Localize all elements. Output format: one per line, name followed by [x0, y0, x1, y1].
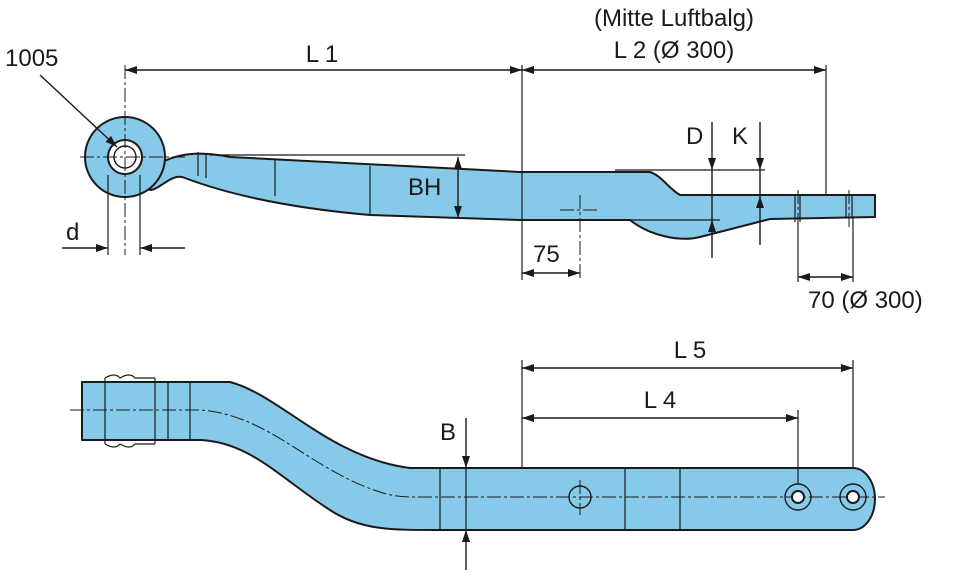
- rear-hole-2-inner: [846, 490, 860, 504]
- dim-bh-label: BH: [408, 174, 441, 201]
- dim-d-upper-label: D: [686, 123, 703, 150]
- dim-l4-label: L 4: [644, 387, 676, 414]
- dim-l1-label: L 1: [306, 41, 338, 68]
- mitte-luftbalg-label: (Mitte Luftbalg): [594, 5, 754, 32]
- dim-l2-label: L 2 (Ø 300): [614, 37, 735, 64]
- rear-hole-2-outer: [839, 483, 867, 511]
- dim-d-lower-label: d: [66, 219, 79, 246]
- plan-centerline: [70, 409, 885, 498]
- dim-l5-label: L 5: [674, 337, 706, 364]
- side-view: 1005 (Mitte Luftbalg) L 1 L 2 (Ø 300) D …: [5, 5, 923, 314]
- plan-view: L 5 L 4 B: [70, 337, 885, 570]
- dim-k-label: K: [732, 123, 748, 150]
- dim-b-label: B: [440, 419, 456, 446]
- dim-75-label: 75: [533, 241, 560, 268]
- spring-side-body: [149, 152, 876, 240]
- part-number-label: 1005: [5, 45, 58, 72]
- rear-hole-1-inner: [791, 490, 805, 504]
- spring-plan-body: [81, 381, 876, 531]
- part-no-leader: [39, 74, 118, 148]
- dim-70-label: 70 (Ø 300): [808, 287, 923, 314]
